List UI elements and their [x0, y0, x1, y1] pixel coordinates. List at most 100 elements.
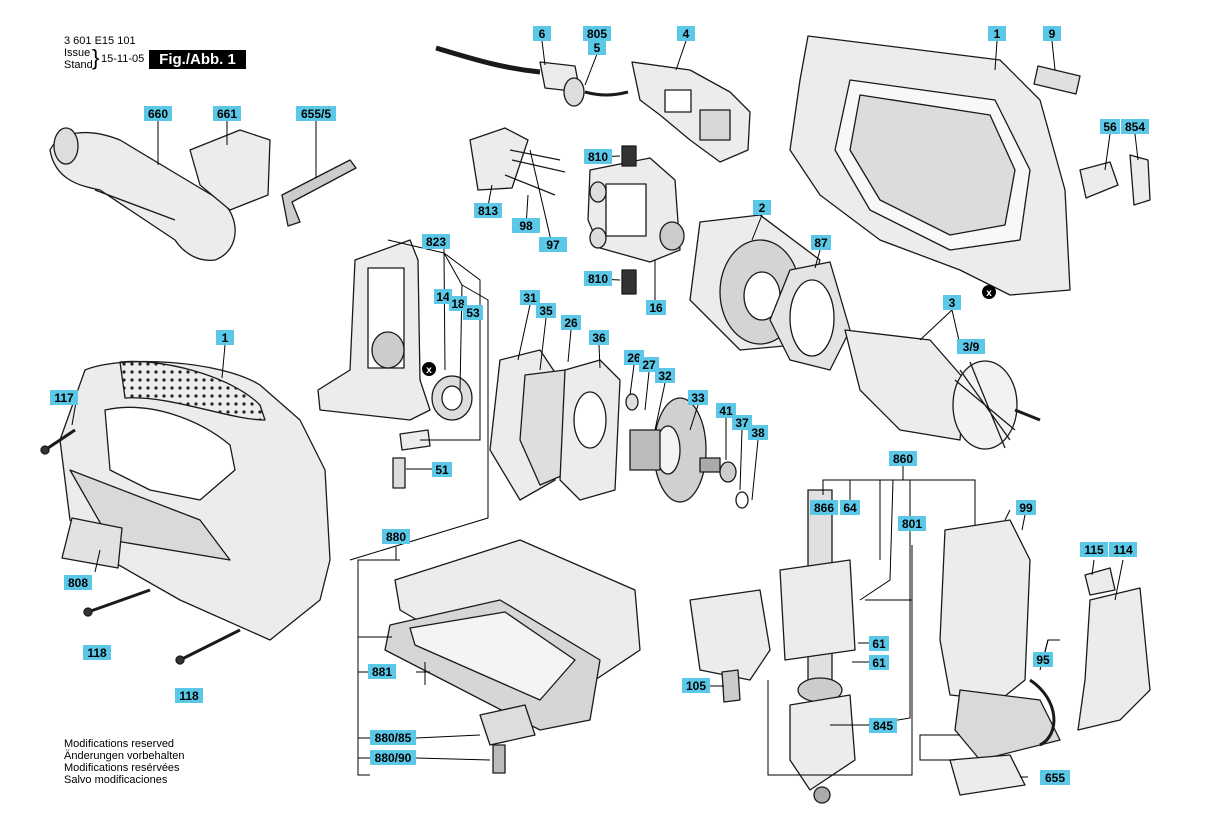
issue-brace: } — [92, 45, 100, 70]
part-label: 61 — [869, 655, 889, 670]
svg-text:114: 114 — [1113, 543, 1133, 557]
modifications-notice: Modifications reserved Änderungen vorbeh… — [64, 738, 184, 786]
svg-text:2: 2 — [759, 201, 766, 215]
part-label: 2 — [753, 200, 771, 215]
part-label: 31 — [520, 290, 540, 305]
svg-text:99: 99 — [1019, 501, 1033, 515]
part-label: 117 — [50, 390, 78, 405]
svg-text:118: 118 — [179, 689, 199, 703]
x-marker-label: x — [426, 365, 432, 376]
part-label: 95 — [1033, 652, 1053, 667]
part-label: 105 — [682, 678, 710, 693]
svg-text:813: 813 — [478, 204, 498, 218]
svg-text:53: 53 — [466, 306, 480, 320]
part-label: 115 — [1080, 542, 1108, 557]
part-label: 805 — [583, 26, 611, 41]
part-label: 1 — [988, 26, 1006, 41]
part-label: 854 — [1121, 119, 1149, 134]
part-label: 98 — [512, 218, 540, 233]
part-label: 823 — [422, 234, 450, 249]
svg-text:61: 61 — [872, 656, 886, 670]
armature — [844, 329, 966, 441]
svg-text:36: 36 — [592, 331, 606, 345]
svg-text:4: 4 — [683, 27, 690, 41]
svg-text:26: 26 — [564, 316, 578, 330]
part-drawings — [40, 35, 1151, 804]
svg-text:18: 18 — [451, 297, 465, 311]
x-marker — [422, 362, 436, 376]
part-label: 41 — [716, 403, 736, 418]
svg-text:14: 14 — [436, 290, 450, 304]
svg-text:823: 823 — [426, 235, 446, 249]
svg-text:115: 115 — [1084, 543, 1104, 557]
svg-text:27: 27 — [642, 358, 656, 372]
power-cord — [435, 45, 541, 75]
part-label: 655/5 — [296, 106, 336, 121]
svg-text:854: 854 — [1125, 120, 1145, 134]
brush-holder — [469, 127, 529, 191]
modifications-line-en: Modifications reserved — [64, 738, 175, 750]
svg-text:655/5: 655/5 — [301, 107, 331, 121]
x-marker — [982, 285, 996, 299]
part-label: 99 — [1016, 500, 1036, 515]
svg-text:97: 97 — [546, 238, 560, 252]
stand-label: Stand — [64, 59, 93, 71]
part-label: 26 — [624, 350, 644, 365]
part-label: 5 — [588, 41, 606, 55]
svg-text:801: 801 — [902, 517, 922, 531]
svg-text:880: 880 — [386, 530, 406, 544]
part-label: 14 — [434, 289, 452, 304]
svg-text:87: 87 — [814, 236, 828, 250]
svg-text:860: 860 — [893, 452, 913, 466]
svg-text:51: 51 — [435, 463, 449, 477]
svg-text:1: 1 — [994, 27, 1001, 41]
modifications-line-fr: Modifications resérvées — [64, 762, 180, 774]
issue-label: Issue — [64, 47, 91, 59]
svg-text:64: 64 — [843, 501, 857, 515]
svg-text:3: 3 — [949, 296, 956, 310]
svg-text:118: 118 — [87, 646, 107, 660]
part-label: 56 — [1100, 119, 1120, 134]
dust-tube — [49, 131, 236, 261]
svg-text:26: 26 — [627, 351, 641, 365]
part-label: 801 — [898, 516, 926, 531]
doc-number: 3 601 E15 101 — [64, 35, 136, 47]
part-label: 97 — [539, 237, 567, 252]
modifications-line-de: Änderungen vorbehalten — [64, 750, 185, 762]
part-label: 16 — [646, 300, 666, 315]
part-label: 32 — [655, 368, 675, 383]
svg-text:660: 660 — [148, 107, 168, 121]
part-label: 61 — [869, 636, 889, 651]
svg-text:41: 41 — [719, 404, 733, 418]
part-label: 813 — [474, 203, 502, 218]
svg-text:5: 5 — [594, 41, 601, 55]
svg-text:117: 117 — [54, 391, 74, 405]
part-label: 114 — [1109, 542, 1137, 557]
svg-text:16: 16 — [649, 301, 663, 315]
svg-text:6: 6 — [539, 27, 546, 41]
part-label: 810 — [584, 271, 612, 286]
svg-text:655: 655 — [1045, 771, 1065, 785]
part-label: 3/9 — [957, 339, 985, 354]
part-label: 9 — [1043, 26, 1061, 41]
figure-label: Fig./Abb. 1 — [149, 50, 246, 69]
part-label: 810 — [584, 149, 612, 164]
svg-text:35: 35 — [539, 304, 553, 318]
svg-text:38: 38 — [751, 426, 765, 440]
part-number-labels: 6 805 5 4 1 9 660 661 655/5 810 813 98 9… — [50, 26, 1149, 785]
part-label: 880/90 — [370, 750, 416, 765]
part-label: 37 — [732, 415, 752, 430]
part-label: 880 — [382, 529, 410, 544]
svg-text:880/85: 880/85 — [375, 731, 412, 745]
svg-text:37: 37 — [735, 416, 749, 430]
part-label: 18 — [449, 296, 467, 311]
part-label: 808 — [64, 575, 92, 590]
svg-text:32: 32 — [658, 369, 672, 383]
svg-text:845: 845 — [873, 719, 893, 733]
svg-text:866: 866 — [814, 501, 834, 515]
part-label: 6 — [533, 26, 551, 41]
part-label: 655 — [1040, 770, 1070, 785]
modifications-line-es: Salvo modificaciones — [64, 774, 168, 786]
part-label: 33 — [688, 390, 708, 405]
